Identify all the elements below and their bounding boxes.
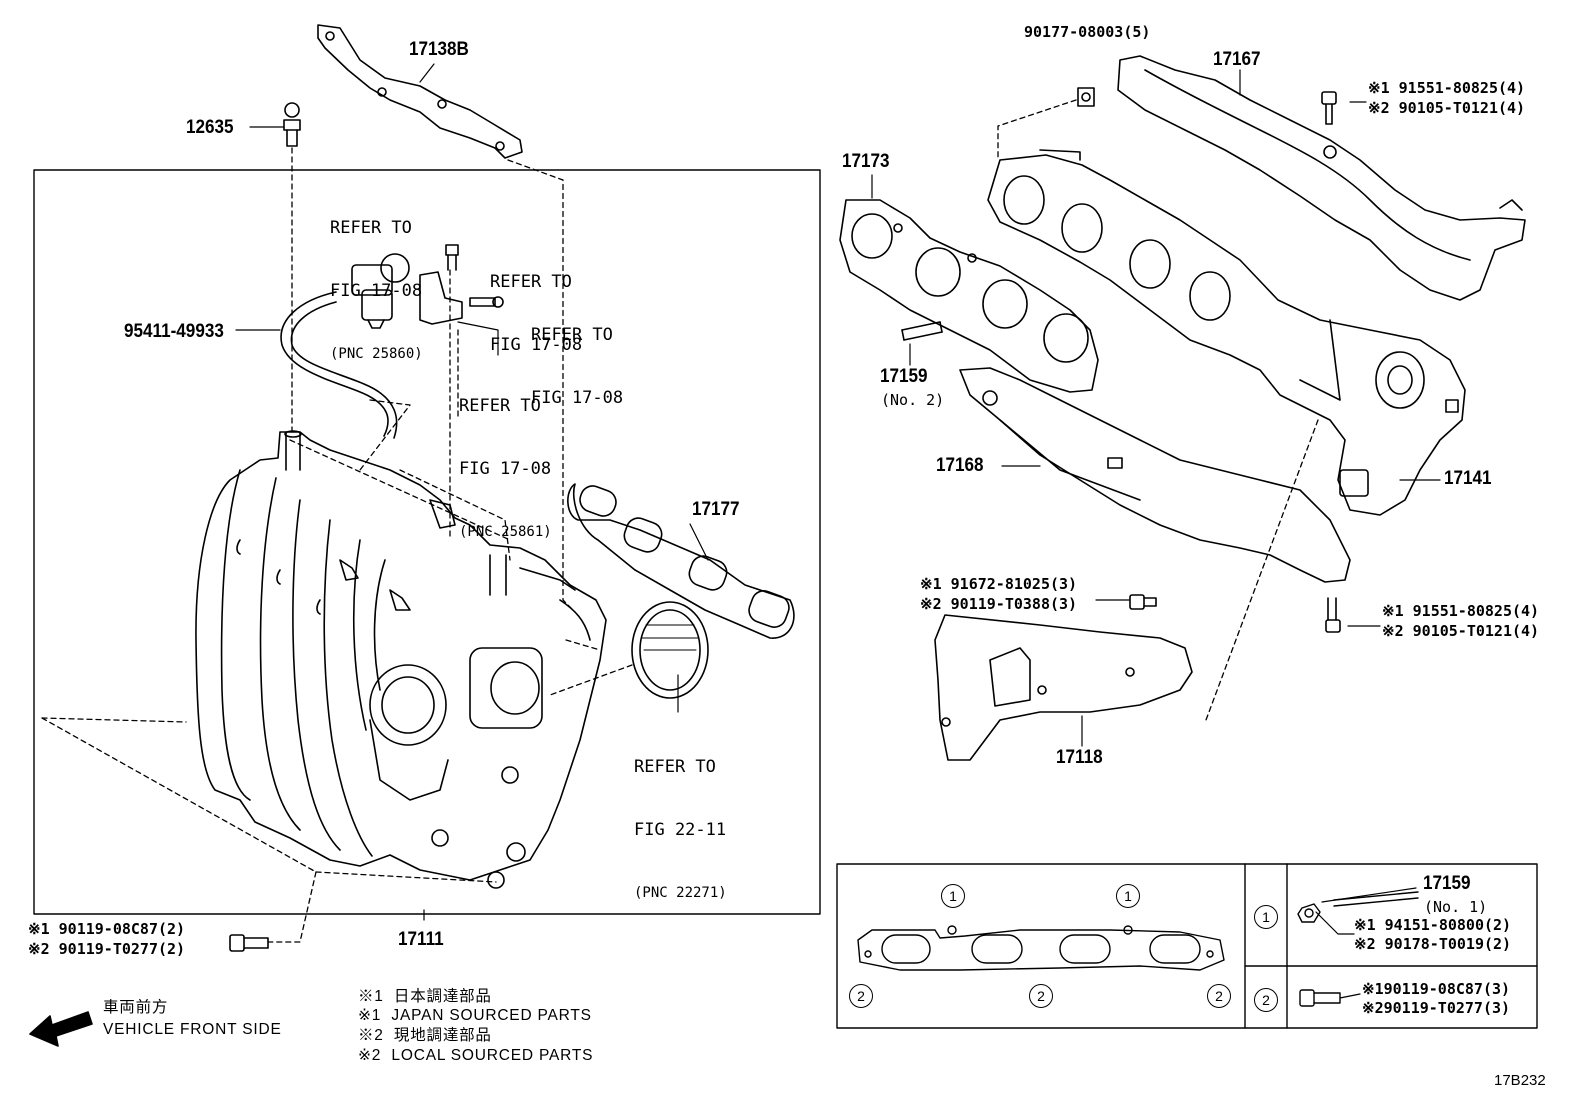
detail-part-17159-sub: (No. 1) [1424, 898, 1488, 916]
stud-17159-no2 [901, 321, 943, 341]
vehicle-front-arrow [29, 1011, 93, 1047]
detail-circle-1-left: 1 [941, 884, 965, 908]
part-90177-label: 90177-08003(5) [1024, 23, 1151, 41]
bolt-17141-spec-2: ※2 90105-T0121(4) [1382, 622, 1540, 640]
ref-vsv-pnc: (PNC 25860) [330, 346, 423, 362]
part-17138b-label: 17138B [409, 39, 469, 60]
gasket-17177 [567, 483, 795, 639]
bolt-17167-spec-1: ※1 91551-80825(4) [1368, 79, 1526, 97]
detail-circle-2-right: 2 [1207, 984, 1231, 1008]
leader-lines-left [41, 147, 633, 943]
note2-jp: ※2 現地調達部品 [358, 1027, 492, 1044]
bolt-17118-spec-2: ※2 90119-T0388(3) [920, 595, 1078, 613]
intake-manifold [195, 430, 607, 889]
part-95411-label: 95411-49933 [124, 321, 224, 342]
detail-circle-2-left: 2 [849, 984, 873, 1008]
vsv-bolts [445, 244, 504, 308]
bracket-17138b [317, 24, 523, 159]
ref-bolt-side-line1: REFER TO [531, 325, 613, 345]
bolts-right [1077, 87, 1341, 633]
intake-group-frame [33, 169, 821, 915]
figure-id: 17B232 [1494, 1072, 1546, 1089]
bolt-17111 [229, 934, 269, 952]
bolt-17111-spec-1: ※1 90119-08C87(2) [28, 920, 186, 938]
detail-row2-bolt-2: ※290119-T0277(3) [1362, 999, 1511, 1017]
ref-bolt-top-line1: REFER TO [490, 272, 572, 292]
vacuum-switching-valve [351, 253, 410, 329]
note1-en: ※1 JAPAN SOURCED PARTS [358, 1007, 592, 1024]
bolt-17167-spec-2: ※2 90105-T0121(4) [1368, 99, 1526, 117]
ref-vsv-line2: FIG 17-08 [330, 281, 423, 301]
detail-part-17159-label: 17159 [1423, 873, 1471, 894]
part-17168-label: 17168 [936, 455, 984, 476]
ref-bracket-line1: REFER TO [459, 396, 541, 416]
heat-insulator-17168 [959, 367, 1351, 583]
note2-en: ※2 LOCAL SOURCED PARTS [358, 1047, 594, 1064]
vsv-bracket [419, 271, 463, 325]
part-17118-label: 17118 [1056, 747, 1103, 768]
bolt-17118-spec-1: ※1 91672-81025(3) [920, 575, 1078, 593]
detail-row2-bolt-1: ※190119-08C87(3) [1362, 980, 1511, 998]
part-12635-label: 12635 [186, 117, 234, 138]
hose-95411-49933 [280, 291, 398, 439]
ref-bolt-top: REFER TO FIG 17-08 [490, 230, 582, 377]
bracket-17118 [934, 614, 1193, 761]
part-17167-label: 17167 [1213, 49, 1261, 70]
leader-lines-right [997, 99, 1319, 721]
detail-row2-circle: 2 [1254, 988, 1278, 1012]
ref-throttle-line1: REFER TO [634, 757, 716, 777]
detail-row1-bolt-1: ※1 94151-80800(2) [1354, 916, 1512, 934]
heat-insulator-17167 [1117, 55, 1526, 301]
part-17141-label: 17141 [1444, 468, 1492, 489]
detail-row1-circle: 1 [1254, 905, 1278, 929]
detail-row1-bolt-2: ※2 90178-T0019(2) [1354, 935, 1512, 953]
part-17159-no2-sub: (No. 2) [881, 391, 945, 409]
part-17177-label: 17177 [692, 499, 740, 520]
ref-bracket-pnc: (PNC 25861) [459, 524, 552, 540]
detail-circle-1-right: 1 [1116, 884, 1140, 908]
ref-bolt-top-line2: FIG 17-08 [490, 335, 583, 355]
detail-table [836, 863, 1538, 1029]
ref-throttle-line2: FIG 22-11 [634, 820, 727, 840]
bolt-17141-spec-1: ※1 91551-80825(4) [1382, 602, 1540, 620]
ref-bolt-side: REFER TO FIG 17-08 [531, 283, 623, 430]
part-17159-no2-label: 17159 [880, 366, 928, 387]
note1-jp: ※1 日本調達部品 [358, 988, 492, 1005]
stud-12635 [283, 102, 301, 147]
bolt-17111-spec-2: ※2 90119-T0277(2) [28, 940, 186, 958]
ref-vsv-line1: REFER TO [330, 218, 412, 238]
ref-vsv: REFER TO FIG 17-08 (PNC 25860) [330, 176, 423, 386]
ref-bracket: REFER TO FIG 17-08 (PNC 25861) [459, 354, 552, 564]
ref-bracket-line2: FIG 17-08 [459, 459, 552, 479]
gasket-17173 [839, 199, 1099, 393]
ref-throttle-pnc: (PNC 22271) [634, 885, 727, 901]
vehicle-front-en: VEHICLE FRONT SIDE [103, 1021, 282, 1038]
part-17173-label: 17173 [842, 151, 890, 172]
exhaust-manifold-17141 [987, 149, 1466, 516]
throttle-gasket [631, 601, 709, 699]
ref-throttle: REFER TO FIG 22-11 (PNC 22271) [634, 715, 727, 925]
ref-bolt-side-line2: FIG 17-08 [531, 388, 624, 408]
detail-circle-2-mid: 2 [1029, 984, 1053, 1008]
vehicle-front-jp: 車両前方 [103, 999, 169, 1016]
part-17111-label: 17111 [398, 929, 444, 950]
